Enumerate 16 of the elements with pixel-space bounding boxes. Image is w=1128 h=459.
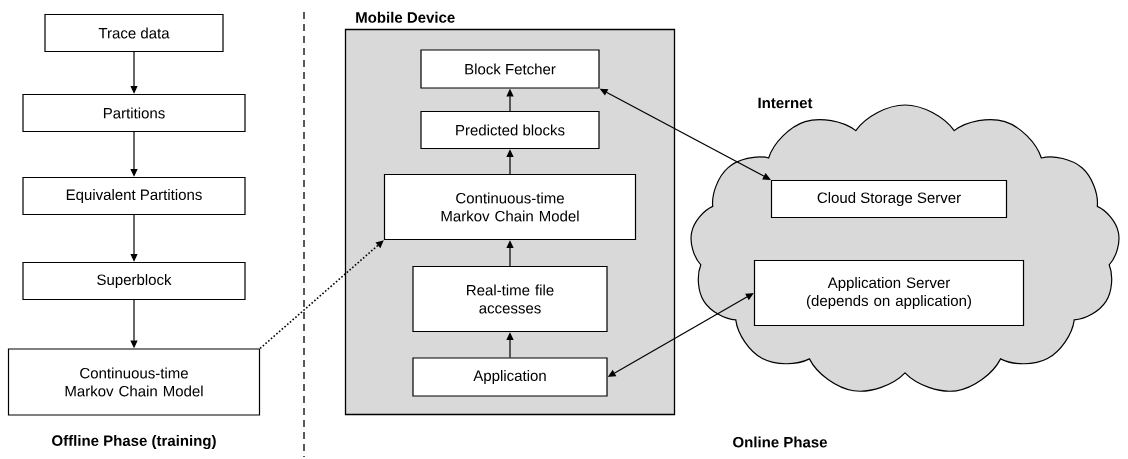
process-box: Trace data — [44, 13, 224, 53]
process-box: Continuous-time Markov Chain Model — [383, 173, 637, 241]
process-box: Partitions — [22, 93, 246, 133]
process-box: Application — [412, 357, 608, 397]
process-box: Predicted blocks — [420, 110, 600, 150]
process-box: Application Server (depends on application) — [753, 259, 1025, 327]
process-box: Equivalent Partitions — [22, 176, 246, 216]
phase-label: Online Phase — [733, 436, 827, 448]
process-box: Continuous-time Markov Chain Model — [7, 348, 261, 416]
phase-label: Offline Phase (training) — [52, 435, 216, 450]
node-label: Mobile Device — [356, 11, 455, 23]
process-box: Block Fetcher — [420, 49, 600, 89]
process-box: Superblock — [22, 261, 246, 301]
process-box: Real-time file accesses — [412, 265, 608, 333]
process-box: Cloud Storage Server — [770, 179, 1008, 219]
arrow — [259, 240, 384, 350]
